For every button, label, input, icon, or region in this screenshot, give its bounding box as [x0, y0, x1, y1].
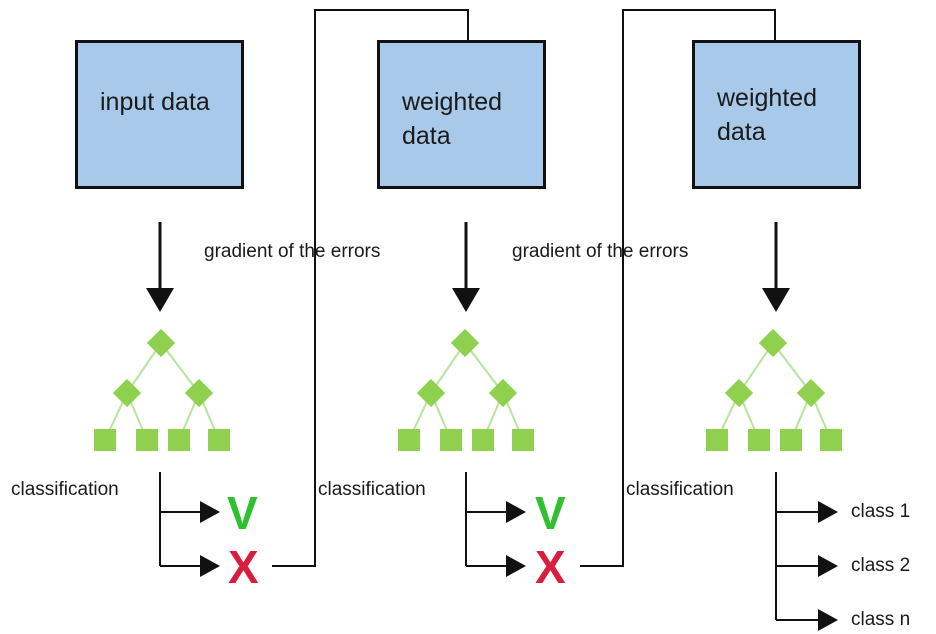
decision-tree-3	[706, 328, 842, 451]
decision-tree-1	[94, 328, 230, 451]
decision-tree-2	[398, 328, 534, 451]
arrowhead-wrong-2	[506, 555, 526, 577]
feedback-line-1	[272, 9, 469, 567]
arrowhead-class-1	[818, 501, 838, 523]
output-branch-3	[775, 472, 822, 621]
correct-mark-1: V	[227, 487, 258, 539]
class-1-label: class 1	[851, 501, 911, 522]
class-2-label: class 2	[851, 555, 911, 576]
class-n-label: class n	[851, 609, 911, 630]
down-arrow-2	[452, 222, 480, 312]
input-data-label: input data	[100, 88, 210, 116]
arrowhead-correct-1	[200, 501, 220, 523]
weighted-data-box-2: weighted data	[692, 40, 861, 189]
arrowhead-class-n	[818, 609, 838, 631]
arrowhead-correct-2	[506, 501, 526, 523]
wrong-mark-2: X	[535, 541, 566, 593]
classification-label-2: classification	[318, 479, 426, 500]
gradient-label-1: gradient of the errors	[204, 241, 381, 262]
arrowhead-class-2	[818, 555, 838, 577]
weighted-data-box-1: weighted data	[377, 40, 546, 189]
down-arrow-3	[762, 222, 790, 312]
down-arrow-1	[146, 222, 174, 312]
weighted-data-label-1: weighted data	[402, 88, 503, 150]
classification-branch-2	[465, 472, 510, 567]
wrong-mark-1: X	[228, 541, 259, 593]
classification-label-1: classification	[11, 479, 119, 500]
feedback-line-2	[580, 9, 776, 567]
correct-mark-2: V	[535, 487, 566, 539]
classification-label-3: classification	[626, 479, 734, 500]
classification-branch-1	[159, 472, 205, 567]
weighted-data-label-2: weighted data	[717, 84, 818, 146]
input-data-box: input data	[75, 40, 244, 189]
gradient-label-2: gradient of the errors	[512, 241, 689, 262]
arrowhead-wrong-1	[200, 555, 220, 577]
